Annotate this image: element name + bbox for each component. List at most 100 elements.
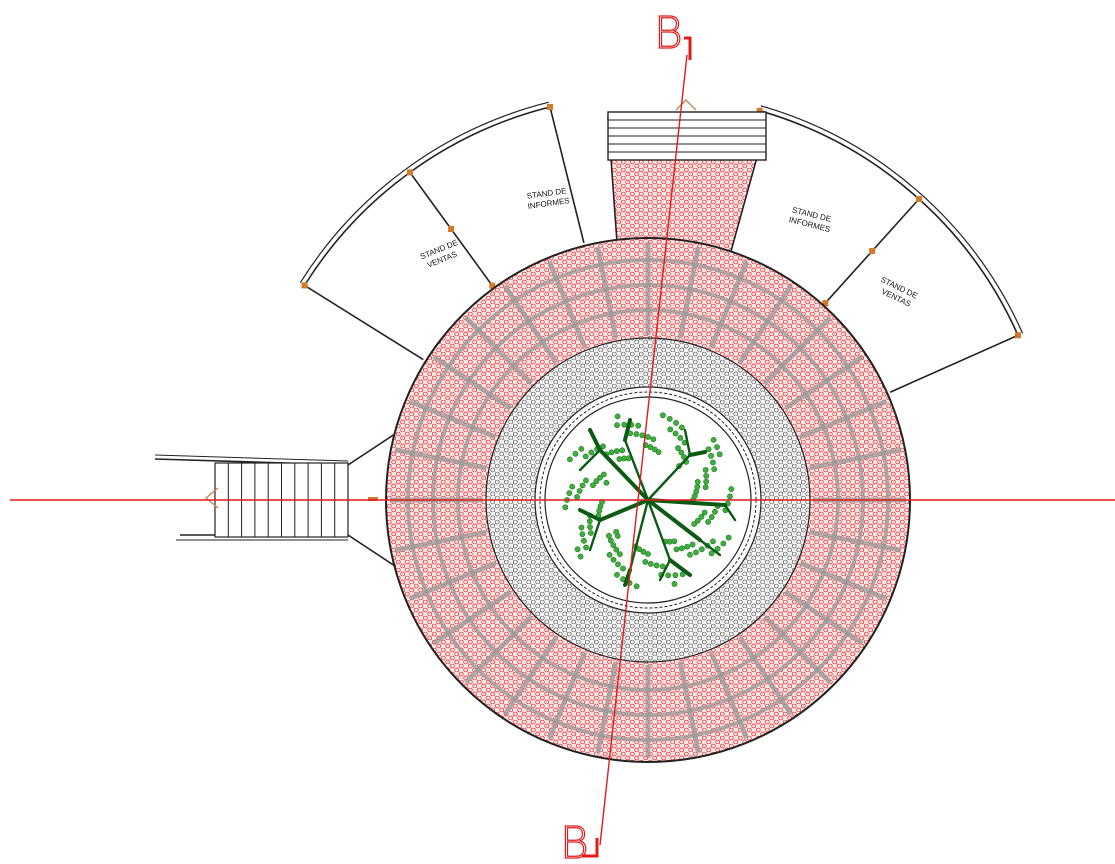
tree-leaf <box>672 430 679 437</box>
up-arrow-icon <box>675 99 697 111</box>
tree-leaf <box>702 467 709 473</box>
tree-branch <box>646 498 702 542</box>
tree-leaf <box>708 550 715 557</box>
column-marker <box>756 107 763 114</box>
paving-grid-radial <box>546 651 588 740</box>
tree-leaf <box>653 562 660 569</box>
tree-leaf <box>678 545 685 552</box>
tree-branch <box>646 453 692 502</box>
tree-leaf <box>675 445 681 451</box>
tree-branch <box>688 450 707 457</box>
paving-grid-radial <box>408 398 497 440</box>
column-marker <box>489 282 496 289</box>
tree-branch <box>588 518 602 552</box>
paving-grid-radial <box>799 560 888 602</box>
tree-branch <box>628 498 650 572</box>
tree-leaf <box>677 435 684 441</box>
tree-leaf <box>671 581 678 587</box>
tree-leaf <box>588 449 595 456</box>
tree-leaf <box>710 436 717 443</box>
tree-leaf <box>694 478 701 485</box>
tree-leaf <box>633 431 640 437</box>
tree-leaf <box>569 483 576 490</box>
tree-leaf <box>714 545 721 552</box>
tree-leaf <box>720 540 727 547</box>
tree-leaf <box>725 534 732 541</box>
tree-leaf <box>712 508 718 515</box>
tree-leaf <box>645 434 651 440</box>
paving-grid-radial <box>737 284 794 365</box>
section-line-b <box>599 54 688 846</box>
tree-leaf <box>705 446 712 453</box>
section-mark-top: B <box>654 8 683 59</box>
paving-grid-radial <box>502 635 559 716</box>
tree-leaf <box>578 524 585 531</box>
tree-branch <box>723 503 737 522</box>
tree-branch <box>668 558 692 577</box>
tree-leaf <box>698 513 705 520</box>
tree-leaf <box>576 488 583 494</box>
column-marker <box>547 104 554 111</box>
column-marker <box>301 282 308 289</box>
tree-leaf <box>581 537 587 544</box>
tree-leaf <box>593 478 600 485</box>
tree-leaf <box>578 445 585 452</box>
column-marker <box>406 169 413 176</box>
tree-leaf <box>574 546 581 553</box>
tree-leaf <box>708 514 715 520</box>
paving-grid-radial <box>595 246 619 339</box>
paving-grid-radial <box>809 447 902 471</box>
tree-leaf <box>635 422 642 429</box>
tree-leaf <box>583 544 590 551</box>
paving-grid-radial <box>762 614 833 685</box>
tree-leaf <box>666 415 673 422</box>
tree-leaf <box>633 583 640 590</box>
tree-leaf <box>703 478 710 485</box>
tree-leaf <box>727 493 733 500</box>
tree-leaf <box>562 504 569 511</box>
central-tree-icon <box>562 412 737 590</box>
section-flag-bottom <box>582 838 599 858</box>
tree-leaf <box>586 518 593 525</box>
tree-leaf <box>647 444 654 450</box>
tree-leaf <box>640 548 647 555</box>
tree-leaf <box>665 572 672 579</box>
tree-branch <box>623 438 650 502</box>
tree-leaf <box>647 561 654 567</box>
tree-branch <box>598 448 650 502</box>
tree-leaf <box>614 413 621 420</box>
paving-grid-radial <box>677 246 701 339</box>
tree-leaf <box>708 452 714 459</box>
tree-leaf <box>579 531 586 538</box>
tree-branch <box>598 498 650 522</box>
tree-branch <box>623 568 632 587</box>
tree-leaf <box>616 456 623 462</box>
tree-branch <box>658 558 672 582</box>
tree-leaf <box>659 563 666 570</box>
tree-leaf <box>667 426 674 433</box>
tree-leaf <box>597 474 603 481</box>
tree-branch <box>588 428 602 452</box>
tree-leaf <box>651 446 658 453</box>
tree-leaf <box>694 517 701 524</box>
paving-grid-radial <box>546 260 588 349</box>
column-marker <box>448 225 455 232</box>
paving-grid-radial <box>737 635 794 716</box>
tree-leaf <box>710 459 716 466</box>
tree-leaf <box>613 546 620 553</box>
tree-leaf <box>673 420 679 426</box>
paving-grid-radial <box>432 354 513 411</box>
paving-grid-radial <box>783 354 864 411</box>
left-arrow-icon <box>204 487 219 509</box>
stand-wing-left-outer-edge <box>299 101 549 284</box>
stands-wing <box>299 101 1024 393</box>
tree-leaf <box>583 477 589 484</box>
tree-leaf <box>636 546 643 553</box>
tree-leaf <box>567 456 573 463</box>
paving-grid-radial <box>394 447 487 471</box>
paving-grid-radial <box>708 651 750 740</box>
tree-leaf <box>694 483 701 490</box>
tree-leaf <box>577 553 584 560</box>
tree-leaf <box>608 449 615 456</box>
tree-leaf <box>614 533 621 539</box>
